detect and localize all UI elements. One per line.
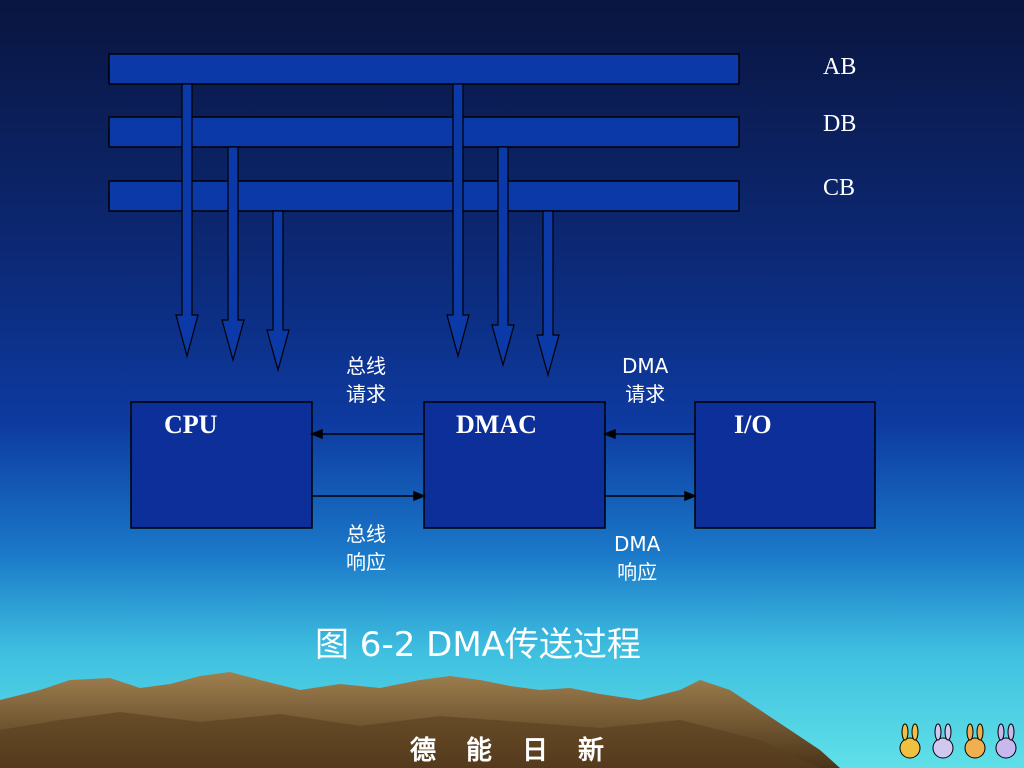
- dma-response-line-1: DMA: [614, 532, 661, 556]
- dmac-box: [423, 401, 606, 529]
- figure-caption: 图 6-2 DMA传送过程: [315, 625, 641, 665]
- data-bus-label: DB: [823, 111, 857, 137]
- address-bus-bar: [108, 53, 740, 85]
- control-bus-label: CB: [823, 175, 856, 201]
- bus-request-arrow: [309, 428, 424, 440]
- cpu-box: [130, 401, 313, 529]
- footer-motto: 德能日新: [410, 736, 635, 766]
- dma-response-line-2: 响应: [617, 560, 658, 584]
- mountain-range-decoration: [0, 672, 840, 768]
- cpu-cb-arrow: [266, 210, 290, 373]
- bus-request-line-1: 总线: [346, 354, 386, 378]
- dma-response-label: DMA 响应: [614, 530, 660, 586]
- bus-response-label: 总线 响应: [346, 520, 386, 576]
- dma-request-line-1: DMA: [622, 354, 669, 378]
- bus-response-line-2: 响应: [346, 550, 386, 574]
- dmac-label: DMAC: [456, 410, 537, 439]
- io-box: [694, 401, 876, 529]
- control-bus-bar: [108, 180, 740, 212]
- bus-request-line-2: 请求: [346, 382, 386, 406]
- cpu-label: CPU: [164, 410, 218, 439]
- bus-response-arrow: [312, 490, 427, 502]
- dma-request-line-2: 请求: [625, 382, 666, 406]
- address-bus-label: AB: [823, 54, 857, 80]
- bus-response-line-1: 总线: [346, 522, 386, 546]
- cpu-ab-arrow: [175, 83, 199, 359]
- dma-request-arrow: [602, 428, 695, 440]
- dmac-cb-arrow: [536, 210, 560, 378]
- dmac-db-arrow: [491, 146, 515, 368]
- bus-request-label: 总线 请求: [346, 352, 386, 408]
- dmac-ab-arrow: [446, 83, 470, 359]
- io-label: I/O: [734, 410, 772, 439]
- cpu-db-arrow: [221, 146, 245, 363]
- data-bus-bar: [108, 116, 740, 148]
- dma-request-label: DMA 请求: [622, 352, 668, 408]
- dma-response-arrow: [605, 490, 698, 502]
- rabbit-mascots-decoration: [899, 723, 1017, 759]
